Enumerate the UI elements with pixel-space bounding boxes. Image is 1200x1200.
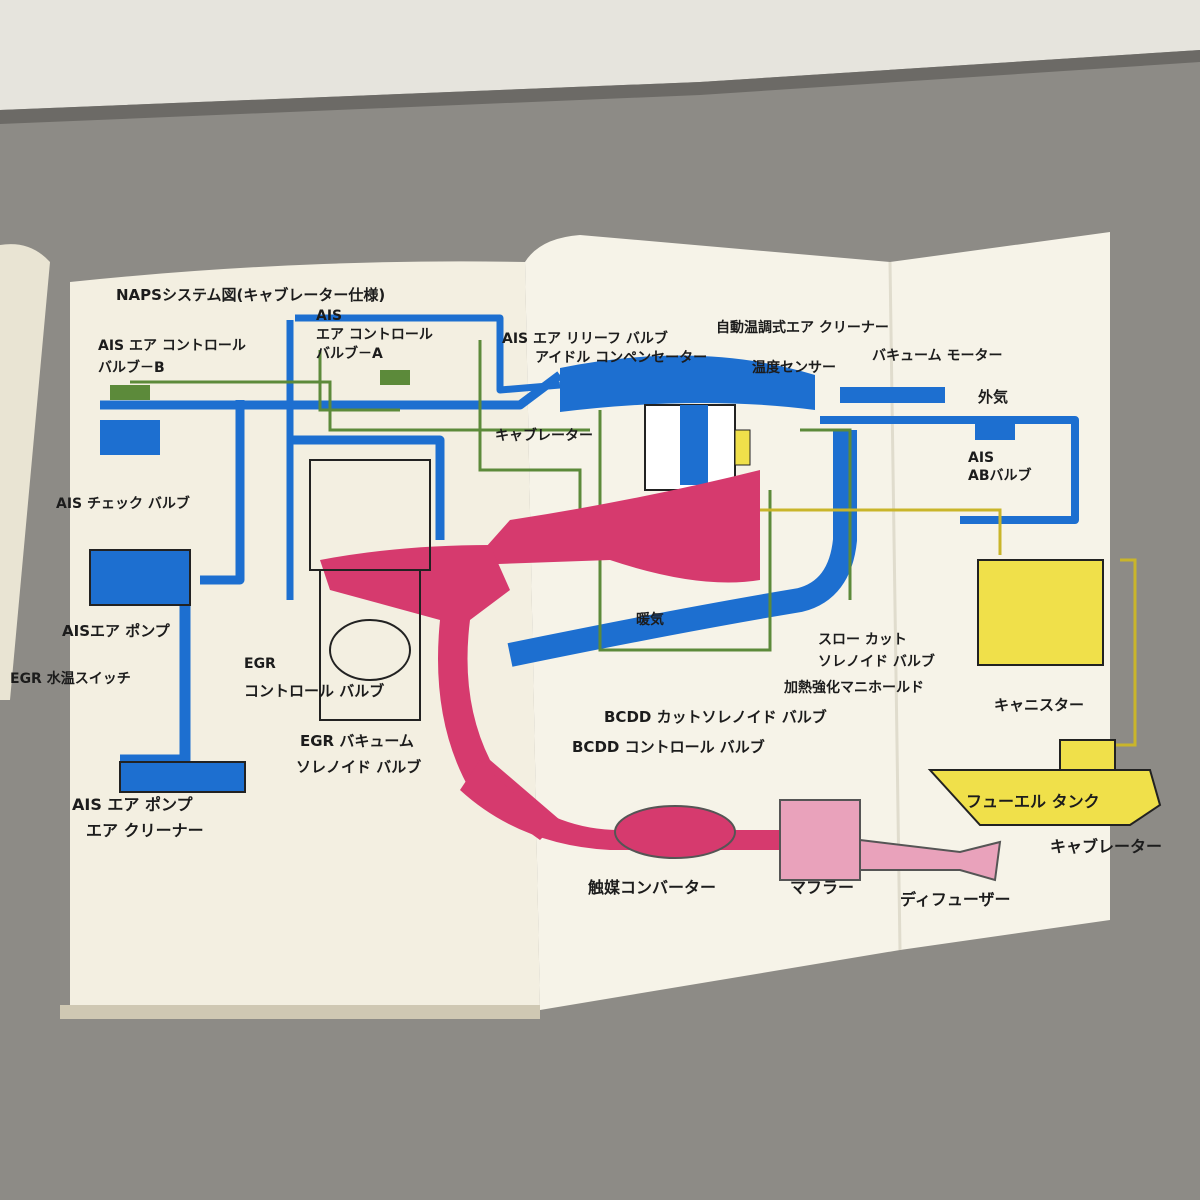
air-top-loop xyxy=(295,314,561,394)
label-bcdd-control-valve: BCDD コントロール バルブ xyxy=(572,738,765,756)
label-egr-vacuum-solenoid-2: ソレノイド バルブ xyxy=(296,758,421,776)
cylinder xyxy=(319,569,421,721)
diagram-title: NAPSシステム図(キャブレーター仕様) xyxy=(116,286,385,304)
label-carburetor-top: キャブレーター xyxy=(495,427,593,444)
label-ais-pump-cleaner-1: AIS エア ポンプ xyxy=(72,795,194,814)
intake-manifold xyxy=(470,470,760,583)
float-bowl xyxy=(734,429,751,466)
label-heated-manifold: 加熱強化マニホールド xyxy=(783,679,924,696)
left-page xyxy=(70,261,540,1013)
exhaust-manifold xyxy=(320,545,560,840)
label-auto-temp-air-cleaner: 自動温調式エア クリーナー xyxy=(716,319,889,336)
label-ais-valve-b-1: AIS エア コントロール xyxy=(98,338,246,354)
air-cleaner-assembly xyxy=(560,355,815,491)
catalytic-converter-body xyxy=(614,805,736,859)
fuel-tank-filler xyxy=(1059,739,1116,771)
label-ais-valve-b-2: バルブ－B xyxy=(98,359,165,376)
label-ais-ab-valve-2: ABバルブ xyxy=(968,467,1032,484)
box-shadow-edge xyxy=(0,50,1200,124)
label-egr-control-valve-2: コントロール バルブ xyxy=(244,682,384,700)
label-ais-relief-valve: AIS エア リリーフ バルブ xyxy=(502,330,668,347)
page-fold xyxy=(888,261,902,951)
label-temp-sensor: 温度センサー xyxy=(752,359,836,376)
muffler-body xyxy=(779,799,861,881)
air-lines xyxy=(100,314,1079,766)
label-ais-pump-cleaner-2: エア クリーナー xyxy=(86,821,204,840)
label-muffler: マフラー xyxy=(790,878,854,897)
carburetor-venturi xyxy=(680,405,708,485)
vac-line-3 xyxy=(478,340,582,520)
label-ais-check-valve: AIS チェック バルブ xyxy=(56,495,190,512)
ais-valve-b-cap xyxy=(110,385,150,400)
label-fuel-tank: フューエル タンク xyxy=(966,792,1100,811)
air-pump-drop xyxy=(200,400,245,585)
ais-ab-valve-body xyxy=(975,420,1015,440)
booklet-bottom-edge xyxy=(60,1005,540,1019)
label-bcdd-cut-solenoid: BCDD カットソレノイド バルブ xyxy=(604,708,827,726)
label-diffuser: ディフューザー xyxy=(900,890,1011,909)
label-vacuum-motor: バキューム モーター xyxy=(872,348,1002,364)
label-slow-cut-1: スロー カット xyxy=(818,632,907,648)
ais-valve-b xyxy=(100,420,160,455)
label-ais-valve-a-1: AIS xyxy=(316,308,342,324)
label-heater: 暖気 xyxy=(636,611,664,628)
diffuser-body xyxy=(859,838,1002,882)
engine-block xyxy=(309,459,431,721)
exhaust-pipe xyxy=(460,760,780,850)
left-page-curl xyxy=(0,244,50,700)
label-egr-control-valve-1: EGR xyxy=(244,656,276,672)
piston xyxy=(329,619,411,681)
vac-line-6 xyxy=(800,428,852,600)
label-ais-valve-a-2: エア コントロール xyxy=(316,327,433,343)
white-box-backdrop xyxy=(0,0,1200,110)
air-right-loop xyxy=(820,416,1079,524)
label-catalytic-converter: 触媒コンバーター xyxy=(587,878,716,897)
label-ais-valve-a-3: バルブ－A xyxy=(316,345,383,362)
fuel-lines xyxy=(760,508,1137,747)
fuel-line-tank xyxy=(1100,558,1137,747)
air-cleaner-line xyxy=(120,580,191,766)
ais-valve-a-cap xyxy=(380,370,410,385)
vac-line-2 xyxy=(318,350,400,412)
air-cleaner-housing xyxy=(560,355,815,412)
labels: NAPSシステム図(キャブレーター仕様) AIS エア コントロール バルブ－B… xyxy=(10,286,1162,909)
canister-body xyxy=(977,559,1104,666)
label-slow-cut-2: ソレノイド バルブ xyxy=(818,653,935,670)
air-to-engine xyxy=(290,435,445,540)
components xyxy=(89,370,1162,826)
label-carburetor-bottom: キャブレーター xyxy=(1050,837,1162,856)
exhaust-system xyxy=(320,470,1002,882)
air-heater-duct xyxy=(507,430,857,667)
label-ais-ab-valve-1: AIS xyxy=(968,450,994,466)
fuel-line-canister xyxy=(760,508,1002,555)
label-egr-vacuum-solenoid-1: EGR バキューム xyxy=(300,732,414,750)
label-outside-air: 外気 xyxy=(977,388,1008,406)
label-idle-compensator: アイドル コンペンセーター xyxy=(535,350,707,366)
ais-air-pump xyxy=(89,549,191,606)
ais-air-pump-cleaner xyxy=(119,761,246,793)
label-egr-water-temp-switch: EGR 水温スイッチ xyxy=(10,670,131,687)
vac-line-1 xyxy=(130,380,590,432)
label-ais-air-pump: AISエア ポンプ xyxy=(62,622,171,640)
label-canister: キャニスター xyxy=(994,696,1084,714)
